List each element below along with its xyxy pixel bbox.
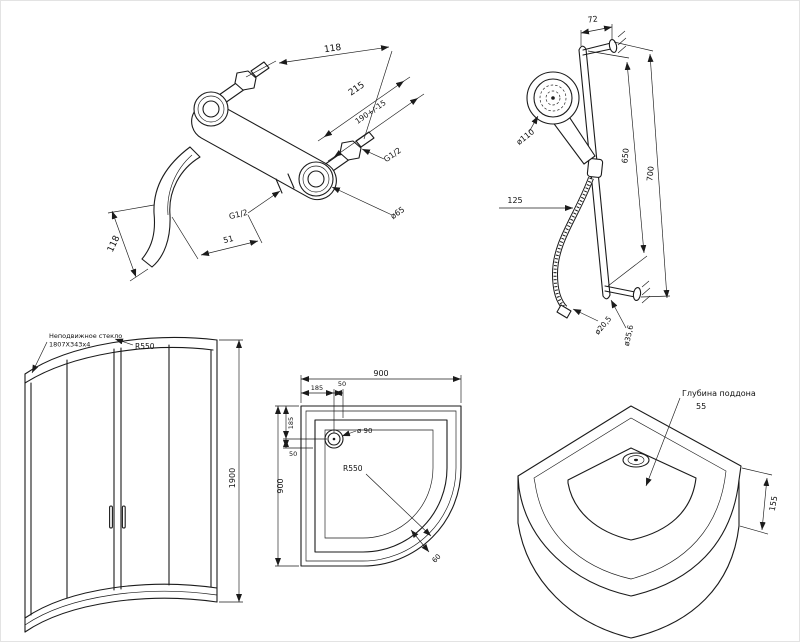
dim-label-650: 650: [620, 148, 631, 164]
dim-label-50-left: 50: [289, 450, 297, 458]
mixer-drawing: 118 215 190+/-15 G1/2 ø65 118 51 G1/2: [106, 43, 425, 282]
dim-label-190: 190+/-15: [353, 98, 387, 126]
dim-label-51: 51: [222, 234, 234, 245]
dim-label-d110: ø110: [515, 127, 536, 147]
dim-label-900-top: 900: [373, 369, 388, 378]
rail-slider: [586, 158, 604, 178]
tray-iso-body: [517, 405, 742, 639]
rail-body: [526, 30, 651, 319]
drain-iso: [622, 452, 650, 468]
rail-dimensions: [499, 24, 671, 329]
mixer-body: [141, 61, 375, 268]
dim-label-700: 700: [645, 166, 656, 182]
tray-depth-value: 55: [696, 402, 706, 411]
dim-label-118-left: 118: [106, 234, 122, 254]
enclosure-drawing: Неподвижное стекло 1807Х343х4 R550 1900: [24, 332, 243, 633]
dim-label-50-top: 50: [338, 380, 346, 388]
thread-label-wall: G1/2: [382, 146, 403, 164]
door-handle-right: [121, 505, 126, 529]
dim-label-185-top: 185: [311, 384, 323, 392]
dim-label-r550-plan: R550: [343, 464, 363, 473]
dim-label-125: 125: [507, 196, 522, 205]
dim-label-d90: ø 90: [357, 427, 372, 435]
dim-label-d35-6: ø35,6: [622, 324, 635, 347]
dim-label-72: 72: [587, 14, 598, 24]
dim-label-118-top: 118: [324, 43, 343, 55]
door-handle-left: [109, 505, 113, 529]
shower-head: [526, 71, 580, 125]
glass-label-line1: Неподвижное стекло: [49, 332, 122, 340]
thread-label-outlet: G1/2: [228, 208, 249, 221]
glass-label-line2: 1807Х343х4: [49, 341, 90, 349]
tray-iso-dimensions: [645, 397, 773, 535]
tray-plan-dimensions: [275, 375, 462, 567]
tray-iso-drawing: Глубина поддона 55 155: [517, 389, 780, 639]
dim-label-900-left: 900: [276, 478, 285, 493]
tray-depth-label: Глубина поддона: [682, 389, 756, 398]
dim-label-d20-5: ø20,5: [593, 314, 614, 336]
enclosure-dimensions: [31, 338, 243, 603]
mixer-dimensions: [107, 45, 425, 282]
dim-label-r550: R550: [135, 342, 155, 351]
dim-label-215: 215: [347, 80, 367, 98]
dim-label-155: 155: [768, 495, 780, 512]
tray-plan-body: [300, 405, 462, 567]
shower-rail-drawing: 72 ø110 650 700 125 ø20,5 ø35,6: [499, 14, 671, 347]
dim-label-60: 60: [431, 553, 443, 565]
dim-label-185-left: 185: [287, 417, 295, 429]
mixer-handle: [141, 146, 201, 268]
dim-label-d65: ø65: [389, 205, 407, 221]
tray-plan-drawing: 900 185 50 185 50 900 ø 90 R550 60: [275, 369, 462, 567]
enclosure-body: [24, 337, 218, 633]
dim-label-1900: 1900: [228, 468, 237, 488]
